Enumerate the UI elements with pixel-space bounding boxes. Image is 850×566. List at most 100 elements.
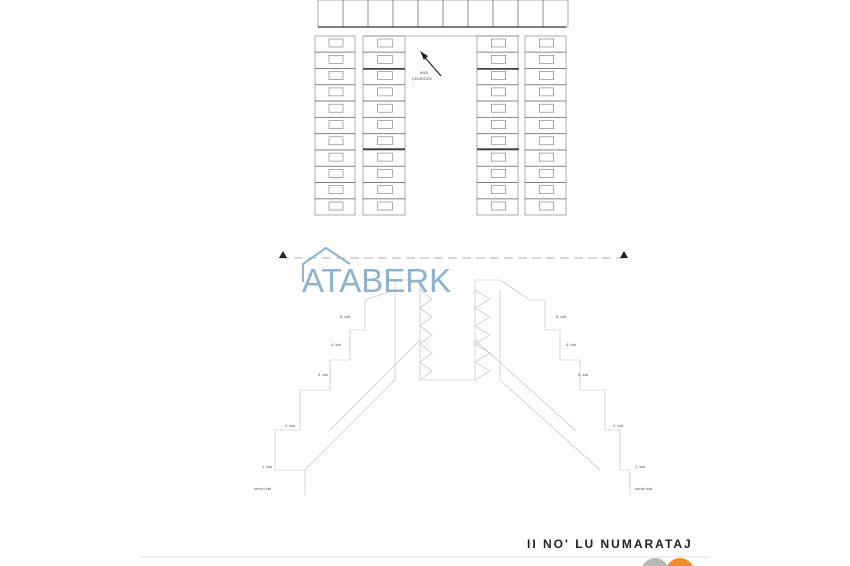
apartment-unit	[476, 68, 519, 85]
room	[539, 136, 554, 146]
room	[491, 103, 507, 113]
apartment-unit	[362, 51, 406, 69]
floor-label-right: 2. kat	[613, 423, 624, 428]
room	[491, 201, 507, 211]
floor-label-right: zemin kat	[635, 486, 653, 491]
floor-label-right: 5. kat	[556, 314, 567, 319]
drawing-title: II NO' LU NUMARATAJ	[527, 537, 693, 551]
room	[491, 136, 507, 146]
room	[539, 54, 554, 64]
room	[491, 152, 507, 162]
room	[377, 185, 393, 194]
floor-label-left: 4. kat	[331, 342, 342, 347]
room	[491, 54, 507, 64]
room	[328, 136, 344, 146]
apartment-unit	[314, 198, 356, 216]
arrow-head-icon	[420, 51, 428, 60]
apartment-unit	[476, 182, 519, 199]
apartment-unit	[362, 68, 406, 85]
apartment-unit	[362, 198, 406, 216]
apartment-unit	[314, 100, 356, 118]
apartment-unit	[524, 100, 567, 118]
room	[377, 136, 393, 146]
floor-label-right: 4. kat	[566, 342, 577, 347]
apartment-unit	[524, 68, 567, 85]
house-icon	[302, 246, 351, 282]
room	[539, 103, 554, 113]
apartment-unit	[342, 0, 369, 28]
room	[377, 201, 393, 211]
apartment-unit	[362, 149, 406, 167]
apartment-unit	[362, 117, 406, 134]
section-line	[279, 251, 628, 259]
room	[491, 120, 507, 129]
room	[491, 169, 507, 178]
apartment-unit	[524, 35, 567, 53]
apartment-unit	[542, 0, 569, 28]
apartment-unit	[317, 0, 344, 28]
apartment-unit	[467, 0, 494, 28]
apartment-unit	[476, 84, 519, 102]
apartment-unit	[314, 149, 356, 167]
apartment-unit	[476, 133, 519, 151]
apartment-unit	[314, 84, 356, 102]
floor-label-right: 3. kat	[578, 372, 589, 377]
room	[328, 185, 344, 194]
apartment-unit	[367, 0, 394, 28]
room	[539, 185, 554, 194]
core-cross-brace	[419, 361, 491, 381]
apartment-unit	[442, 0, 469, 28]
room	[328, 38, 344, 48]
floor-label-left: 1. kat	[262, 464, 273, 469]
apartment-unit	[476, 149, 519, 167]
room	[328, 152, 344, 162]
section-outline	[274, 279, 631, 495]
floor-label-left: 2. kat	[285, 423, 296, 428]
apartment-unit	[524, 117, 567, 134]
apartment-unit	[476, 51, 519, 69]
apartment-unit	[524, 166, 567, 183]
apartment-unit	[417, 0, 444, 28]
room	[328, 87, 344, 97]
apartment-unit	[524, 198, 567, 216]
core-cross-brace	[419, 289, 491, 309]
watermark-text: ATABERK	[302, 262, 452, 299]
apartment-unit	[362, 182, 406, 199]
apartment-unit	[314, 51, 356, 69]
room	[377, 54, 393, 64]
apartment-unit	[314, 35, 356, 53]
room	[539, 169, 554, 178]
room	[377, 152, 393, 162]
core-cross-brace	[419, 307, 491, 327]
room	[491, 185, 507, 194]
apartment-unit	[314, 182, 356, 199]
room	[377, 71, 393, 80]
floor-label-left: zemin kat	[254, 486, 272, 491]
section-walls	[304, 290, 601, 471]
apartment-unit	[524, 51, 567, 69]
apartment-unit	[314, 133, 356, 151]
apartment-unit	[524, 149, 567, 167]
floor-label-left: 5. kat	[340, 314, 351, 319]
apartment-unit	[476, 100, 519, 118]
room	[377, 103, 393, 113]
room	[539, 87, 554, 97]
room	[539, 201, 554, 211]
apartment-unit	[524, 84, 567, 102]
core-label: ÇEKİRDEK	[412, 76, 433, 81]
apartment-unit	[362, 100, 406, 118]
apartment-unit	[314, 68, 356, 85]
room	[539, 120, 554, 129]
room	[328, 201, 344, 211]
apartment-unit	[314, 166, 356, 183]
apartment-unit	[524, 182, 567, 199]
apartment-unit	[362, 166, 406, 183]
section-marker-icon	[279, 251, 287, 258]
apartment-unit	[517, 0, 544, 28]
room	[328, 54, 344, 64]
apartment-unit	[476, 198, 519, 216]
room	[328, 169, 344, 178]
floor-plan	[314, 0, 569, 216]
room	[377, 169, 393, 178]
